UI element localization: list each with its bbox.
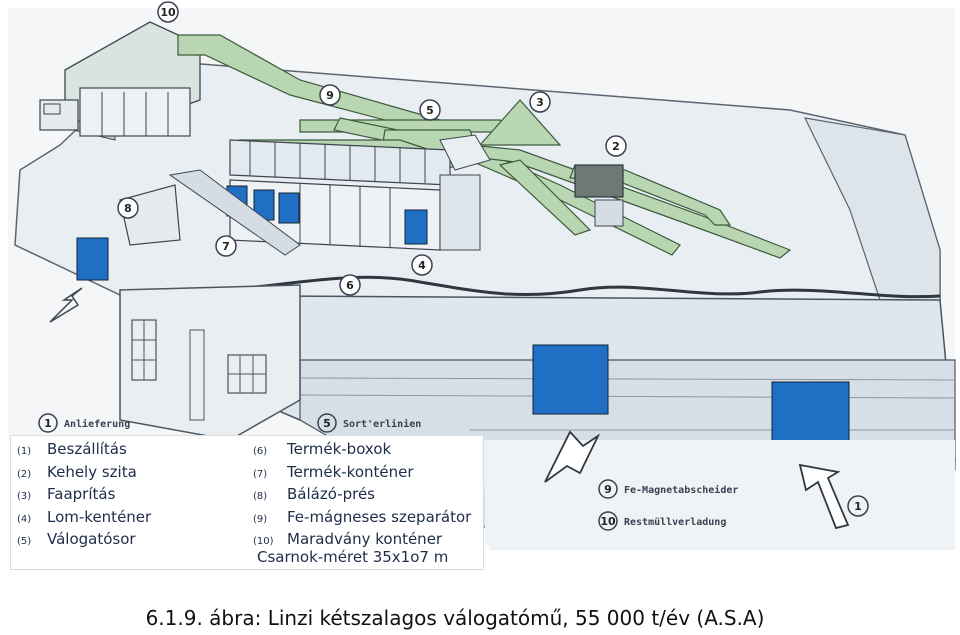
inset-number: 5 xyxy=(323,417,331,430)
callout-number: 4 xyxy=(418,259,426,272)
legend-right-column: (6) Termék-boxok (7) Termék-konténer (8)… xyxy=(253,440,471,553)
legend-number: (1) xyxy=(17,446,32,457)
legend-number: (6) xyxy=(253,446,268,457)
legend-number: (4) xyxy=(17,513,32,525)
legend-item: (8) Bálázó-prés xyxy=(253,485,471,508)
legend-text: Lom-kenténer xyxy=(47,507,152,526)
sorting-lines xyxy=(119,139,451,256)
hall-size-note: Csarnok-méret 35x1o7 m xyxy=(257,548,449,566)
inset-number: 10 xyxy=(600,515,616,528)
legend-text: Maradvány konténer xyxy=(287,530,443,548)
callout-number: 5 xyxy=(426,104,434,117)
legend-text: Fe-mágneses szeparátor xyxy=(287,507,472,526)
legend-item: (9) Fe-mágneses szeparátor xyxy=(253,508,471,531)
legend: (1) Beszállítás (2) Kehely szita (3) Faa… xyxy=(10,435,484,570)
callout-number: 9 xyxy=(326,89,334,102)
legend-text: Faaprítás xyxy=(47,485,116,503)
inset-number: 1 xyxy=(854,500,862,513)
legend-number: (10) xyxy=(253,536,274,547)
inset-number: 1 xyxy=(44,417,52,430)
caption-text: 6.1.9. ábra: Linzi kétszalagos válogatóm… xyxy=(145,606,765,630)
inset-label: Anlieferung xyxy=(64,418,130,430)
front-blue-door-left xyxy=(532,344,609,415)
callout-number: 6 xyxy=(346,279,354,292)
inset-number: 9 xyxy=(604,483,612,496)
legend-number: (3) xyxy=(17,491,32,502)
legend-text: Kehely szita xyxy=(47,462,137,481)
callouts: 10 9 5 3 2 8 7 4 6 xyxy=(117,1,627,296)
entry-arrow-icon xyxy=(544,430,601,483)
legend-item: (4) Lom-kenténer xyxy=(17,508,151,531)
legend-item: (5) Válogatósor xyxy=(17,530,151,553)
inset-label: Sort'erlinien xyxy=(343,418,421,430)
legend-item: (3) Faaprítás xyxy=(17,485,151,508)
legend-text: Termék-boxok xyxy=(287,440,392,458)
legend-item: (2) Kehely szita xyxy=(17,463,151,486)
legend-number: (5) xyxy=(17,536,32,547)
legend-text: Termék-konténer xyxy=(287,462,414,481)
figure-caption: 6.1.9. ábra: Linzi kétszalagos válogatóm… xyxy=(0,606,960,630)
legend-number: (7) xyxy=(253,468,268,480)
exit-arrow-icon xyxy=(798,463,850,530)
callout-number: 8 xyxy=(124,202,132,215)
sorting-plant-illustration: 1 Anlieferung 5 Sort'erlinien 9 Fe-Magne… xyxy=(8,1,956,550)
inset-label: Fe-Magnetabscheider xyxy=(624,484,738,496)
callout-number: 3 xyxy=(536,96,544,109)
legend-text: Bálázó-prés xyxy=(287,485,375,503)
callout-number: 10 xyxy=(160,6,176,19)
delivery-area xyxy=(39,21,201,323)
callout-number: 2 xyxy=(612,140,620,153)
legend-text: Válogatósor xyxy=(47,530,136,548)
inset-label: Restmüllverladung xyxy=(624,517,726,528)
callout-number: 7 xyxy=(222,240,230,253)
legend-item: (10) Maradvány konténer xyxy=(253,530,471,553)
legend-left-column: (1) Beszállítás (2) Kehely szita (3) Faa… xyxy=(17,440,151,553)
office-annex xyxy=(119,284,301,441)
inset-labels: 1 Anlieferung 5 Sort'erlinien 9 Fe-Magne… xyxy=(38,413,869,531)
screen-and-shredder xyxy=(439,99,624,251)
legend-item: (7) Termék-konténer xyxy=(253,463,471,486)
conveyor-belts xyxy=(177,34,792,259)
legend-number: (8) xyxy=(253,491,268,502)
legend-number: (2) xyxy=(17,468,32,480)
legend-text: Beszállítás xyxy=(47,440,127,458)
front-blue-door-right xyxy=(771,381,850,452)
legend-number: (9) xyxy=(253,513,268,525)
legend-item: (6) Termék-boxok xyxy=(253,440,471,463)
legend-item: (1) Beszállítás xyxy=(17,440,151,463)
